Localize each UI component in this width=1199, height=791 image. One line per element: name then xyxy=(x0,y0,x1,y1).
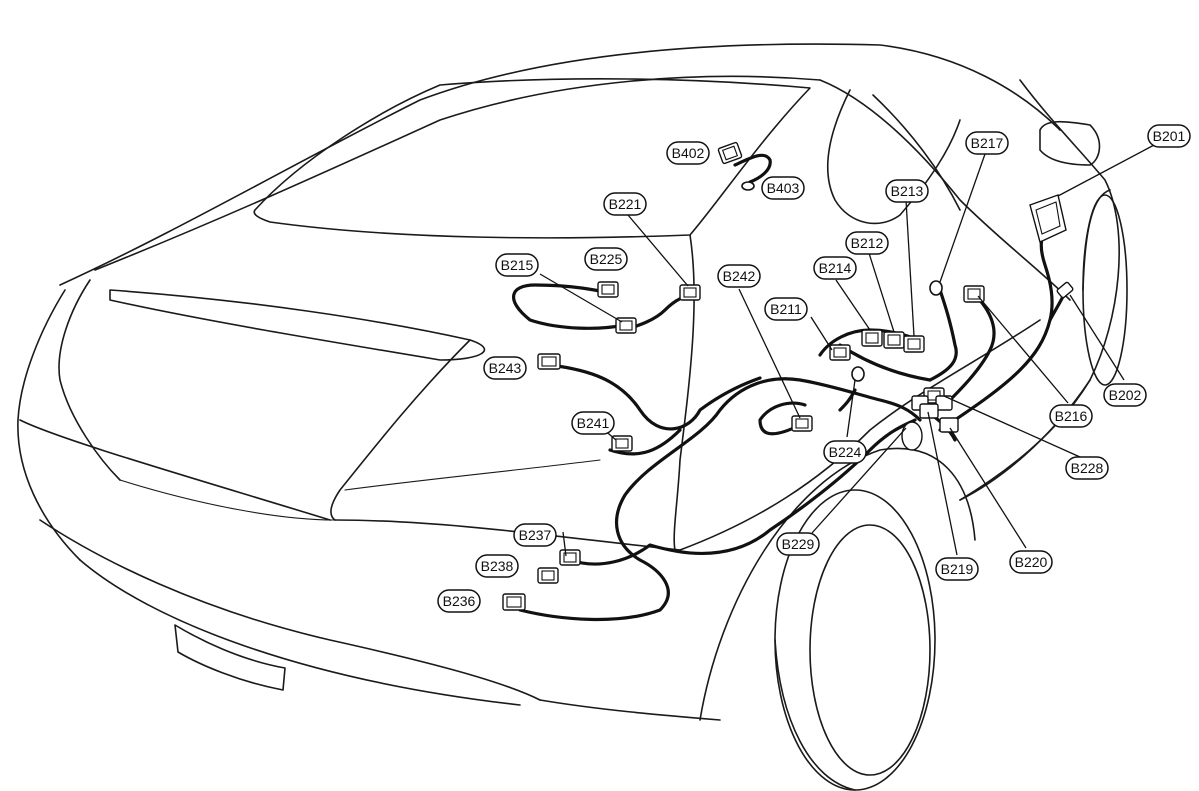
label-b402: B402 xyxy=(666,141,710,165)
connector-b211 xyxy=(829,344,851,361)
label-b221: B221 xyxy=(603,192,647,216)
label-b212-text: B212 xyxy=(851,235,884,251)
label-b403-text: B403 xyxy=(767,180,800,196)
label-b201: B201 xyxy=(1147,124,1191,148)
connector-b214 xyxy=(861,329,883,347)
label-b202-text: B202 xyxy=(1109,387,1142,403)
label-b219: B219 xyxy=(935,557,979,581)
label-b224: B224 xyxy=(823,440,867,464)
label-b216-text: B216 xyxy=(1055,408,1088,424)
connector-b237 xyxy=(559,549,581,566)
label-b215: B215 xyxy=(495,253,539,277)
connector-b242 xyxy=(791,415,813,432)
label-b237-text: B237 xyxy=(519,527,552,543)
label-b228: B228 xyxy=(1065,456,1109,480)
ring-terminal-b224 xyxy=(851,366,865,382)
connector-b212 xyxy=(883,331,905,349)
car-body xyxy=(17,43,1128,791)
label-b241: B241 xyxy=(571,411,615,435)
connector-b241 xyxy=(611,435,633,452)
label-b220-text: B220 xyxy=(1015,554,1048,570)
connectors xyxy=(502,141,1074,611)
label-b403: B403 xyxy=(761,176,805,200)
label-b242-text: B242 xyxy=(723,268,756,284)
connector-b238 xyxy=(537,567,559,584)
label-b211-text: B211 xyxy=(770,301,802,317)
label-b217: B217 xyxy=(965,131,1009,155)
label-b228-text: B228 xyxy=(1071,460,1104,476)
label-b211: B211 xyxy=(764,297,808,321)
label-b225: B225 xyxy=(584,247,628,271)
label-b201-text: B201 xyxy=(1153,128,1186,144)
label-b238-text: B238 xyxy=(481,558,514,574)
label-b217-text: B217 xyxy=(971,135,1004,151)
label-b242: B242 xyxy=(717,264,761,288)
connector-b220 xyxy=(939,417,959,433)
control-unit-b201 xyxy=(1029,194,1067,243)
connector-b229 xyxy=(901,421,923,451)
label-b243-text: B243 xyxy=(489,360,522,376)
label-b221-text: B221 xyxy=(609,196,642,212)
label-b225-text: B225 xyxy=(590,251,623,267)
label-b216: B216 xyxy=(1049,404,1093,428)
label-b213: B213 xyxy=(885,179,929,203)
label-b236: B236 xyxy=(437,589,481,613)
connector-b236 xyxy=(502,593,526,611)
label-b214: B214 xyxy=(813,256,857,280)
ring-terminal-b217 xyxy=(929,280,943,296)
connector-b213 xyxy=(903,335,925,353)
ring-terminal-b403 xyxy=(741,181,755,191)
label-b212: B212 xyxy=(845,231,889,255)
label-b402-text: B402 xyxy=(672,145,705,161)
label-b215-text: B215 xyxy=(501,257,534,273)
connector-b243 xyxy=(537,353,561,370)
label-b224-text: B224 xyxy=(829,444,862,460)
label-b229-text: B229 xyxy=(782,536,815,552)
label-b202: B202 xyxy=(1103,383,1147,407)
label-b238: B238 xyxy=(475,554,519,578)
connector-b202 xyxy=(1056,281,1074,299)
label-b236-text: B236 xyxy=(443,593,476,609)
label-b237: B237 xyxy=(513,523,557,547)
label-b213-text: B213 xyxy=(891,183,924,199)
label-b214-text: B214 xyxy=(819,260,852,276)
label-b243: B243 xyxy=(483,356,527,380)
connector-b221 xyxy=(679,284,701,301)
label-b220: B220 xyxy=(1009,550,1053,574)
connector-b402 xyxy=(717,141,743,165)
label-b241-text: B241 xyxy=(577,415,610,431)
label-b229: B229 xyxy=(776,532,820,556)
connector-b225 xyxy=(597,281,619,298)
label-b219-text: B219 xyxy=(941,561,974,577)
